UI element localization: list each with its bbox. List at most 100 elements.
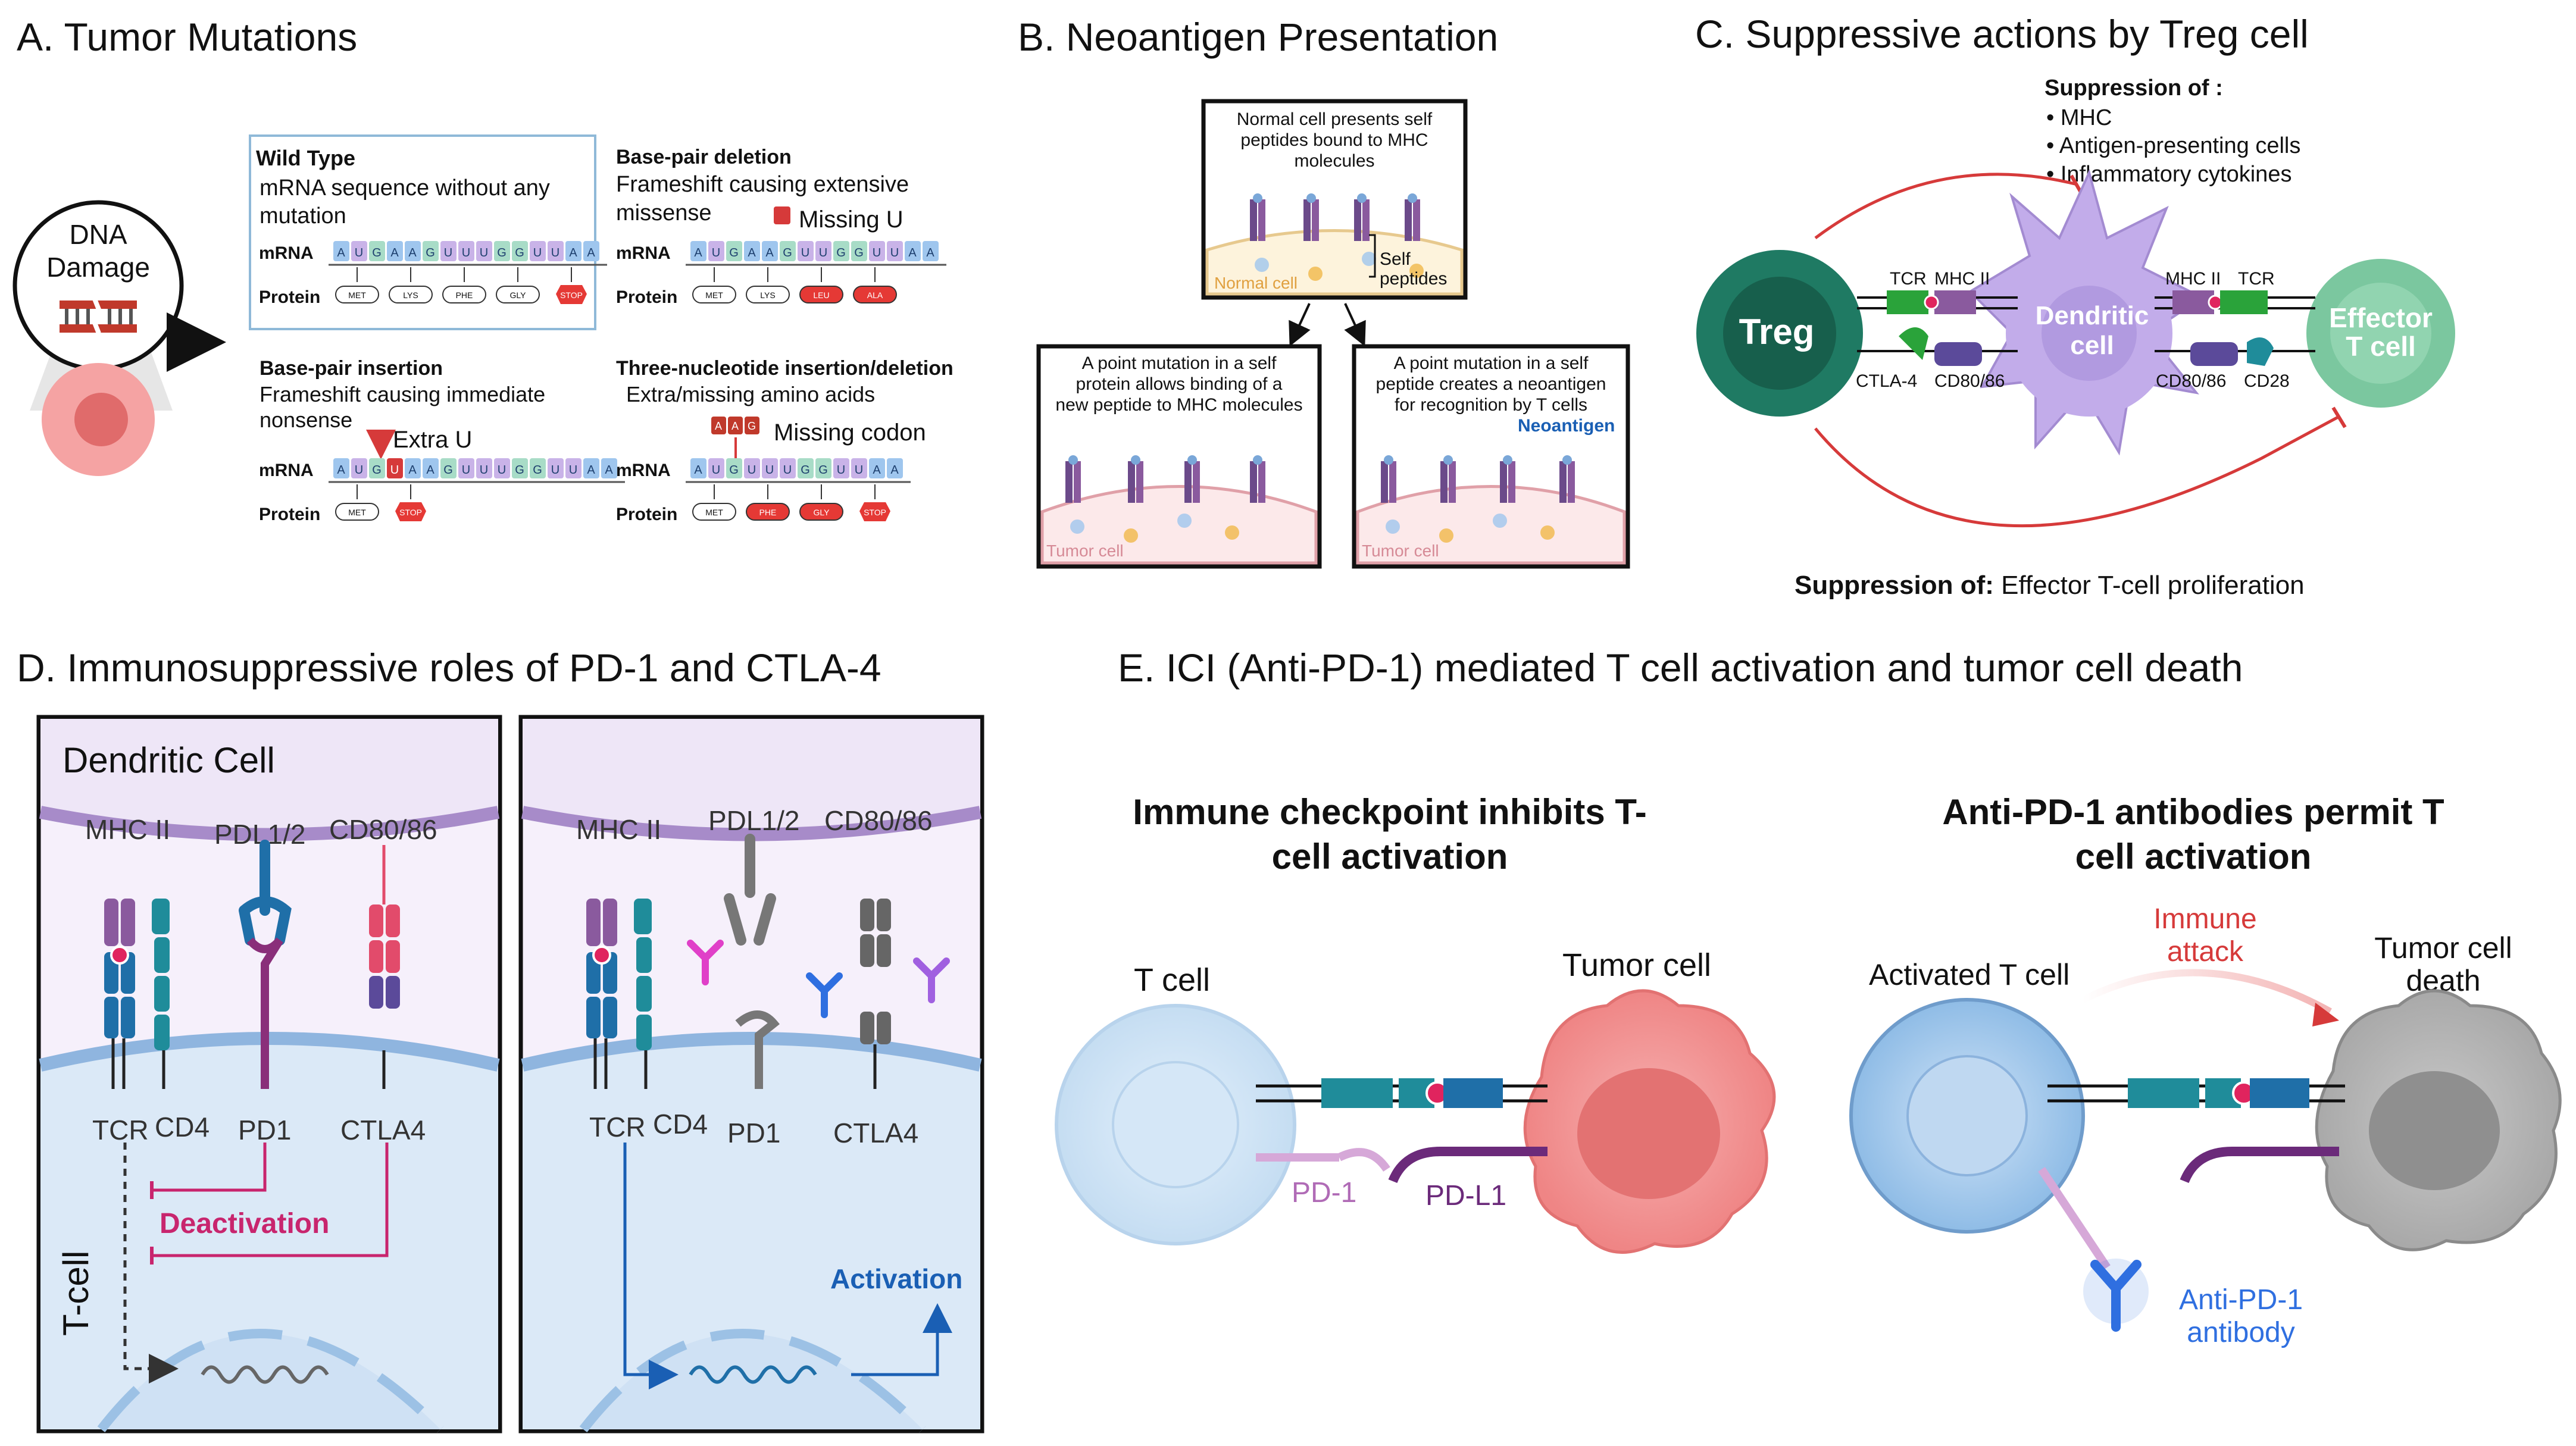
panel-b-title: B. Neoantigen Presentation	[1018, 15, 1498, 59]
tumor-right-box: A point mutation in a self peptide creat…	[1352, 344, 1630, 569]
nucleotide	[476, 241, 492, 261]
e-pd1-label: PD-1	[1292, 1177, 1356, 1209]
antibody-icon	[806, 972, 843, 1018]
nucleotide	[833, 458, 849, 478]
arrow-to-left-tumor	[1289, 303, 1311, 347]
amino-acid	[799, 503, 843, 521]
nucleotide-letter: U	[551, 246, 559, 259]
mhc-molecule	[1413, 199, 1420, 241]
d-left-panel: Dendritic Cell T-cell MHC II PDL1/2 CD80…	[36, 715, 502, 1434]
nucleotide	[530, 458, 546, 478]
cd4-receptor	[154, 1015, 170, 1050]
mhc-molecule	[1405, 199, 1412, 241]
amino-acid-label: PHE	[759, 508, 777, 517]
nucleotide	[726, 241, 742, 261]
dna-damage-label-1: DNA	[69, 219, 127, 250]
panel-e: E. ICI (Anti-PD-1) mediated T cell activ…	[1055, 646, 2562, 1348]
d-left-ctla4: CTLA4	[340, 1115, 426, 1145]
nucleotide-letter: G	[836, 246, 846, 259]
e-right-synapse: Anti-PD-1 antibody	[2038, 1078, 2345, 1348]
nucleotide	[458, 241, 474, 261]
nucleotide-letter: U	[480, 464, 488, 477]
activation-output-arrow	[851, 1303, 952, 1376]
peptide-cluster	[1362, 252, 1376, 266]
nucleotide	[387, 458, 403, 478]
mhc-molecule	[1389, 461, 1396, 503]
ctla4-receptor	[877, 1012, 891, 1044]
amino-acid	[335, 503, 379, 521]
tumor-right-cell-label: Tumor cell	[1362, 542, 1439, 560]
nucleotide	[405, 458, 421, 478]
nucleotide	[387, 241, 403, 261]
dna-strand-right	[689, 1365, 817, 1384]
nucleotide	[476, 458, 492, 478]
panel-e-title: E. ICI (Anti-PD-1) mediated T cell activ…	[1118, 646, 2243, 690]
amino-acid	[746, 503, 790, 521]
mhc-molecule	[1500, 461, 1507, 503]
mrna-label: mRNA	[259, 461, 314, 480]
treg-dc-synapse: TCR MHC II CTLA-4 CD80/86	[1856, 269, 2018, 391]
nucleotide-letter: A	[569, 246, 577, 259]
nucleotide-letter: U	[801, 246, 809, 259]
nucleotide	[851, 458, 867, 478]
peptide-cluster	[1255, 258, 1269, 272]
mhc-tcr-complex	[586, 899, 601, 946]
d-right-pd1: PD1	[727, 1118, 780, 1148]
stop-codon-icon	[556, 285, 587, 304]
d-right-panel: MHC II PDL1/2 CD80/86 TCR CD4 PD1 CTLA4 …	[518, 715, 984, 1434]
mhc-molecule	[1258, 461, 1265, 503]
mhc-molecule	[1362, 199, 1370, 241]
nucleotide	[762, 458, 778, 478]
d-left-tcr: TCR	[92, 1115, 149, 1145]
nucleotide-letter: U	[819, 246, 827, 259]
nucleotide-letter: G	[533, 464, 542, 477]
treg-to-dendritic-inhibition	[1814, 173, 2078, 240]
nucleotide-letter: A	[748, 246, 756, 259]
wild-type-desc-1: mRNA sequence without any	[260, 176, 550, 201]
insertion-heading: Base-pair insertion	[260, 357, 443, 380]
peptide	[1408, 193, 1417, 203]
tumor-right-caption-3: for recognition by T cells	[1395, 395, 1587, 415]
nucleotide-letter: U	[783, 464, 792, 477]
panel-a: A. Tumor Mutations DNA Damage	[12, 15, 954, 524]
nucleotide-letter: U	[873, 246, 881, 259]
nucleotide-letter: U	[462, 246, 470, 259]
d-left-pd1: PD1	[238, 1115, 291, 1145]
nucleotide-letter: U	[569, 464, 577, 477]
treg-label: Treg	[1739, 312, 1815, 352]
activation-label: Activation	[830, 1263, 962, 1294]
codon-base	[711, 417, 726, 434]
nucleotide	[548, 458, 564, 478]
d-left-cd80: CD80/86	[329, 814, 437, 845]
nucleotide-letter: A	[337, 464, 345, 477]
insertion-desc-2: nonsense	[260, 408, 352, 432]
missing-u-label: Missing U	[799, 206, 904, 233]
nucleotide	[494, 241, 510, 261]
cd80-ctla4-complex	[369, 976, 383, 1009]
tumor-left-caption-2: protein allows binding of a	[1076, 374, 1283, 394]
peptide	[1443, 455, 1453, 465]
protein-label: Protein	[616, 287, 677, 307]
nucleotide	[798, 241, 814, 261]
pd1-bound-antibody-stem	[2038, 1167, 2111, 1270]
protein-label: Protein	[259, 505, 320, 524]
nucleotide	[726, 458, 742, 478]
nucleotide	[833, 241, 849, 261]
nucleotide-letter: U	[890, 246, 899, 259]
amino-acid-label: PHE	[456, 290, 473, 300]
nucleotide-letter: A	[694, 246, 702, 259]
nucleotide	[851, 241, 867, 261]
tcr-signal-dashed	[123, 1143, 179, 1384]
neoantigen-label: Neoantigen	[1518, 416, 1615, 436]
mhc-tcr-complex	[586, 997, 601, 1038]
nucleotide-letter: U	[480, 246, 488, 259]
mhc-molecule	[1568, 461, 1575, 503]
amino-acid-label: LEU	[813, 290, 829, 300]
nucleotide-letter: A	[408, 464, 417, 477]
pdl1-receptor	[239, 840, 292, 946]
e-left-heading-1: Immune checkpoint inhibits T-	[1133, 792, 1646, 832]
normal-caption-1: Normal cell presents self	[1237, 109, 1433, 129]
c-bottom-caption: Suppression of: Effector T-cell prolifer…	[1795, 571, 2305, 600]
d-right-pdl1: PDL1/2	[708, 805, 799, 836]
c-tcr-left: TCR	[1890, 269, 1927, 289]
